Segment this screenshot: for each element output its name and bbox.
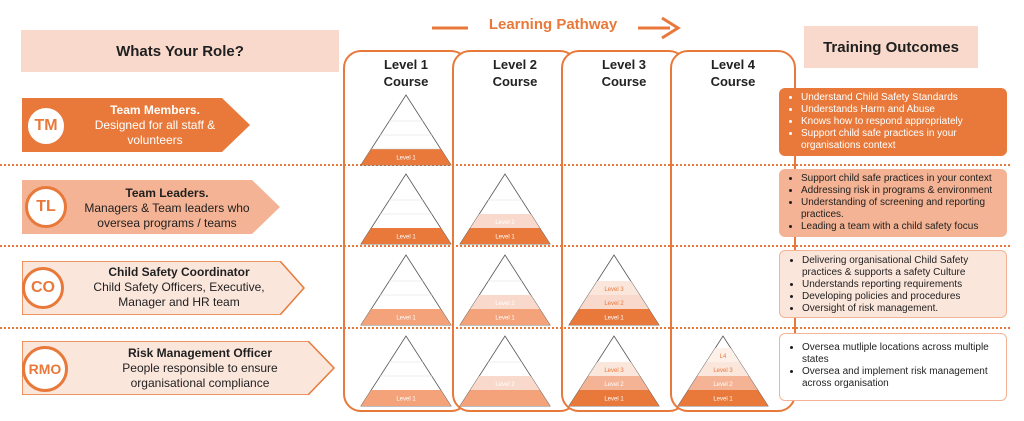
team-members-title: Team Members. xyxy=(110,103,200,117)
pyramid-label: Level 1 xyxy=(604,316,624,322)
pyramid-label: Level 1 xyxy=(495,235,515,241)
pyramid-label: Level 1 xyxy=(396,397,416,403)
pyramid-label: Level 3 xyxy=(604,368,624,374)
coordinator-title: Child Safety Coordinator xyxy=(108,265,250,279)
outcomes-header: Training Outcomes xyxy=(804,26,978,68)
tm-code: TM xyxy=(34,117,58,134)
pyramid-label: Level 1 xyxy=(396,316,416,322)
outcome-item: Oversea mutliple locations across multip… xyxy=(802,342,1000,366)
pyramid-label: Level 1 xyxy=(713,397,733,403)
outcome-item: Understands reporting requirements xyxy=(802,279,1000,291)
outcome-item: Support child safe practices in your con… xyxy=(801,173,1001,185)
row-divider xyxy=(0,164,1010,166)
pyramid-label: Level 3 xyxy=(713,368,733,374)
role-header: Whats Your Role? xyxy=(21,30,339,72)
level-2-title: Level 2 Course xyxy=(492,57,538,89)
pyramid-label: Level 1 xyxy=(396,235,416,241)
team-leaders-title: Team Leaders. xyxy=(125,186,209,200)
pyramid-tl-l2: Level 1 Level 2 xyxy=(459,173,551,245)
co-code: CO xyxy=(31,279,55,296)
pyramid-tl-l1: Level 1 xyxy=(360,173,452,245)
tl-badge: TL xyxy=(25,186,67,228)
pyramid-co-l1: Level 1 xyxy=(360,254,452,326)
team-leaders-arrow-icon xyxy=(22,180,280,234)
tl-code: TL xyxy=(36,198,56,215)
team-members-arrow-icon xyxy=(22,98,250,152)
outcome-tm: Understand Child Safety Standards Unders… xyxy=(779,88,1007,156)
pyramid-label: Level 2 xyxy=(604,382,624,388)
outcome-item: Knows how to respond appropriately xyxy=(801,116,1001,128)
outcome-rmo: Oversea mutliple locations across multip… xyxy=(779,333,1007,401)
rmo-code: RMO xyxy=(28,361,62,377)
pyramid-label: Level 2 xyxy=(713,382,733,388)
outcome-item: Delivering organisational Child Safety p… xyxy=(802,255,1000,279)
pyramid-co-l3: Level 1 Level 2 Level 3 xyxy=(568,254,660,326)
outcome-item: Leading a team with a child safety focus xyxy=(801,221,1001,233)
pyramid-rmo-l1: Level 1 xyxy=(360,335,452,407)
row-divider xyxy=(0,245,1010,247)
pyramid-rmo-l3: Level 1 Level 2 Level 3 xyxy=(568,335,660,407)
risk-officer-text: Risk Management Officer People responsib… xyxy=(90,346,310,391)
coordinator-text: Child Safety Coordinator Child Safety Of… xyxy=(74,265,284,310)
outcome-item: Understanding of screening and reporting… xyxy=(801,197,1001,221)
pathway-title: Learning Pathway xyxy=(468,16,638,33)
level-3-title: Level 3 Course xyxy=(601,57,647,89)
outcome-co: Delivering organisational Child Safety p… xyxy=(779,250,1007,318)
coordinator-desc: Child Safety Officers, Executive, Manage… xyxy=(93,280,265,309)
risk-officer-title: Risk Management Officer xyxy=(127,346,273,360)
team-leaders-text: Team Leaders. Managers & Team leaders wh… xyxy=(72,186,262,231)
outcomes-header-label: Training Outcomes xyxy=(823,38,959,56)
pyramid-label: Level 1 xyxy=(396,156,416,162)
pyramid-label: Level 2 xyxy=(495,220,515,226)
pyramid-tm-l1: Level 1 xyxy=(360,94,452,166)
risk-officer-desc: People responsible to ensure organisatio… xyxy=(122,361,278,390)
pyramid-label: Level 2 xyxy=(495,301,515,307)
pyramid-co-l2: Level 1 Level 2 xyxy=(459,254,551,326)
pyramid-rmo-l4: Level 1 Level 2 Level 3 L4 xyxy=(677,335,769,407)
outcome-item: Understand Child Safety Standards xyxy=(801,92,1001,104)
team-members-desc: Designed for all staff & volunteers xyxy=(94,118,216,147)
outcome-item: Developing policies and procedures xyxy=(802,291,1000,303)
outcome-item: Addressing risk in programs & environmen… xyxy=(801,185,1001,197)
level-1-title: Level 1 Course xyxy=(383,57,429,89)
pyramid-label: Level 1 xyxy=(604,397,624,403)
outcome-item: Oversight of risk management. xyxy=(802,303,1000,315)
outcome-item: Oversea and implement risk management ac… xyxy=(802,366,1000,390)
team-members-text: Team Members. Designed for all staff & v… xyxy=(75,103,235,148)
pyramid-label: Level 2 xyxy=(495,382,515,388)
risk-officer-arrow-icon xyxy=(22,341,336,395)
row-divider xyxy=(0,327,1010,329)
rmo-badge: RMO xyxy=(22,346,68,392)
tm-badge: TM xyxy=(25,105,67,147)
pyramid-label: Level 2 xyxy=(604,301,624,307)
coordinator-arrow-icon xyxy=(22,261,306,315)
pyramid-label: L4 xyxy=(720,354,727,360)
pyramid-label: Level 3 xyxy=(604,287,624,293)
co-badge: CO xyxy=(22,267,64,309)
pyramid-grid: Level 1 Level 1 Level 1 Level 2 Level 1 … xyxy=(360,94,769,407)
team-leaders-desc: Managers & Team leaders who oversea prog… xyxy=(84,201,250,230)
pyramid-label: Level 1 xyxy=(495,316,515,322)
role-header-label: Whats Your Role? xyxy=(116,42,244,60)
outcome-tl: Support child safe practices in your con… xyxy=(779,169,1007,237)
outcome-item: Understands Harm and Abuse xyxy=(801,104,1001,116)
outcome-item: Support child safe practices in your org… xyxy=(801,128,1001,152)
pyramid-rmo-l2: Level 2 xyxy=(459,335,551,407)
level-4-title: Level 4 Course xyxy=(710,57,756,89)
